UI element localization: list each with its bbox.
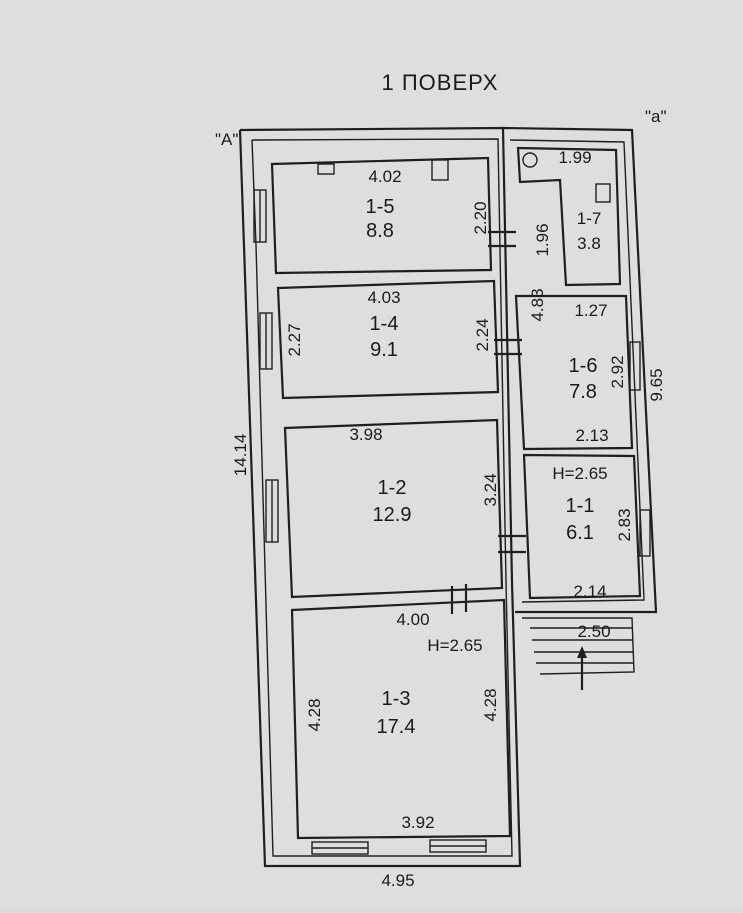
room-1-5-width: 4.02 [368, 167, 401, 186]
room-1-5-id: 1-5 [366, 196, 395, 218]
total-length: 14.14 [231, 434, 250, 477]
stove-icon [317, 163, 335, 175]
room-1-2: 3.98 1-2 12.9 3.24 [283, 418, 504, 599]
room-1-5: 4.02 1-5 8.8 2.20 [270, 156, 493, 275]
porch-steps: 2.50 [522, 617, 635, 690]
room-1-4: 4.03 1-4 9.1 2.27 2.24 [276, 279, 500, 400]
plan-title: 1 ПОВЕРХ [382, 70, 499, 95]
windows-main [253, 189, 487, 855]
room-1-4-area: 9.1 [370, 339, 398, 361]
room-1-1-bottom: 2.14 [573, 582, 606, 601]
room-1-1: H=2.65 1-1 6.1 2.83 2.14 [522, 453, 642, 601]
room-1-7-area: 3.8 [577, 234, 601, 253]
room-1-6: 1.27 1-6 7.8 2.92 2.13 4.83 [514, 288, 634, 451]
room-1-2-right: 3.24 [481, 473, 500, 506]
room-1-3-area: 17.4 [377, 716, 416, 738]
room-1-4-left: 2.27 [285, 323, 304, 356]
annex-length: 9.65 [647, 368, 666, 401]
room-1-4-width: 4.03 [367, 288, 400, 307]
marker-annex: "а" [645, 107, 667, 126]
annex-inner-length: 4.83 [528, 288, 547, 321]
room-1-1-side: 2.83 [615, 508, 634, 541]
room-1-4-right: 2.24 [473, 318, 492, 351]
room-1-3-right: 4.28 [481, 688, 500, 721]
room-1-1-id: 1-1 [566, 495, 595, 517]
room-1-7-id: 1-7 [577, 209, 602, 228]
room-1-7-width: 1.99 [558, 148, 591, 167]
marker-main-building: "А" [215, 130, 238, 149]
porch-width: 2.50 [577, 622, 610, 641]
room-1-6-id: 1-6 [569, 355, 598, 377]
windows-annex [629, 341, 651, 557]
room-1-3-height: H=2.65 [427, 636, 482, 655]
room-1-5-side: 2.20 [471, 201, 490, 234]
room-1-6-bottom: 2.13 [575, 426, 608, 445]
room-1-3-id: 1-3 [382, 688, 411, 710]
room-1-3-left: 4.28 [305, 698, 324, 731]
room-1-6-side: 2.92 [608, 355, 627, 388]
sink-icon [431, 159, 449, 181]
room-1-2-width: 3.98 [349, 425, 382, 444]
room-1-6-top: 1.27 [574, 301, 607, 320]
total-width: 4.95 [381, 871, 414, 890]
room-1-5-area: 8.8 [366, 220, 394, 242]
room-1-7: 1.99 1-7 3.8 1.96 [516, 146, 622, 287]
room-1-1-height: H=2.65 [552, 464, 607, 483]
room-1-3-width-top: 4.00 [396, 610, 429, 629]
annex-walls [502, 126, 658, 614]
room-1-3: 4.00 H=2.65 1-3 17.4 4.28 4.28 3.92 [290, 598, 512, 840]
room-1-3-width-bottom: 3.92 [401, 813, 434, 832]
room-1-1-area: 6.1 [566, 522, 594, 544]
room-1-2-area: 12.9 [373, 504, 412, 526]
room-1-6-area: 7.8 [569, 381, 597, 403]
shower-icon [595, 183, 611, 203]
room-1-7-side: 1.96 [533, 223, 552, 256]
toilet-icon [522, 152, 538, 168]
room-1-4-id: 1-4 [370, 313, 399, 335]
room-1-2-id: 1-2 [378, 477, 407, 499]
